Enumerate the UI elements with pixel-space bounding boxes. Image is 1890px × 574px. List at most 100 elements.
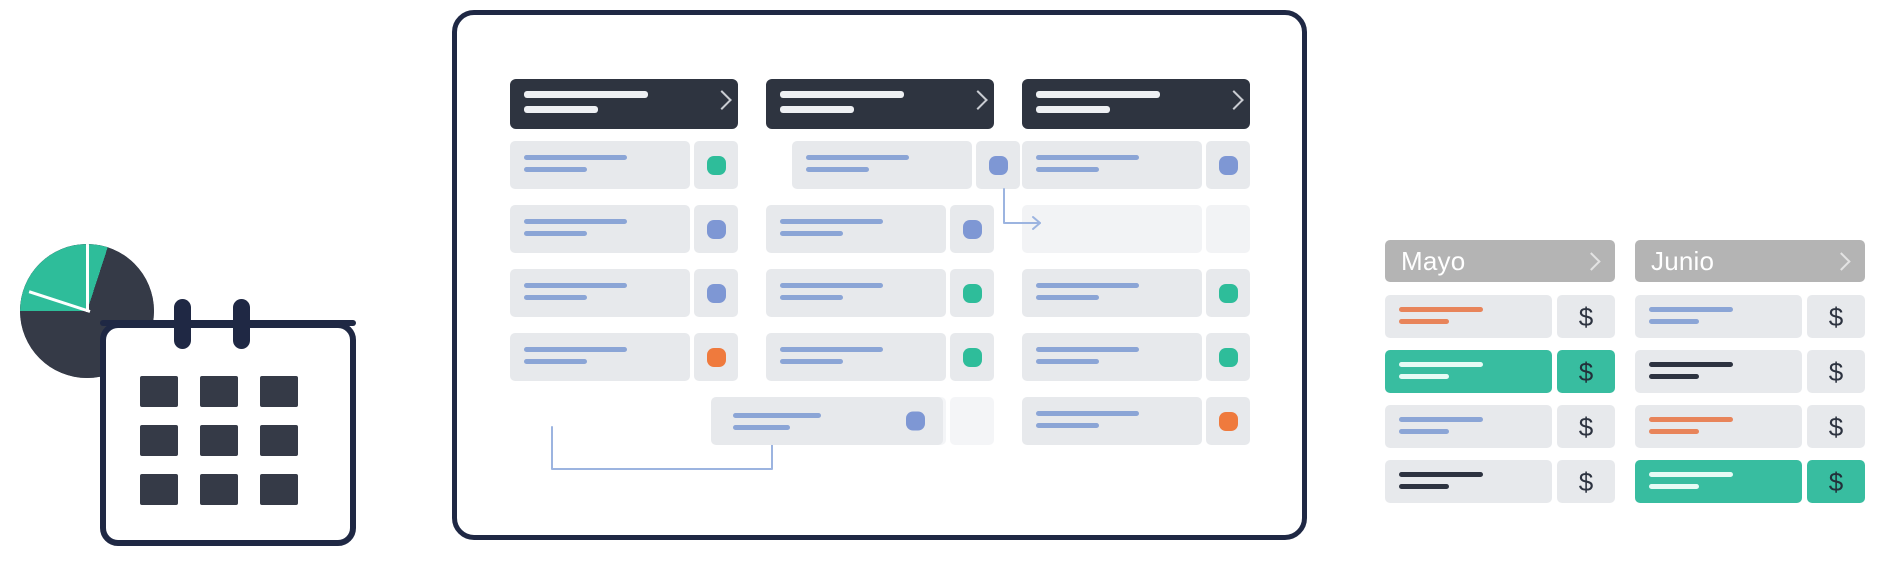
budget-amount-cell[interactable]: $	[1557, 350, 1615, 393]
card-status-cell[interactable]	[1206, 141, 1250, 189]
budget-amount-cell[interactable]: $	[1807, 295, 1865, 338]
board-card[interactable]	[1022, 397, 1250, 445]
card-status-cell[interactable]	[950, 333, 994, 381]
budget-row-content	[1635, 350, 1802, 393]
column-title-placeholder	[524, 91, 648, 98]
card-status-cell[interactable]	[1206, 397, 1250, 445]
card-line-primary	[1036, 283, 1139, 288]
card-line-primary	[524, 347, 627, 352]
budget-row-highlighted[interactable]: $	[1635, 460, 1865, 503]
board-card[interactable]	[1022, 269, 1250, 317]
month-header-mayo[interactable]: Mayo	[1385, 240, 1615, 282]
budget-line-primary	[1649, 472, 1734, 477]
board-card[interactable]	[766, 269, 994, 317]
board-card[interactable]	[1022, 141, 1250, 189]
budget-row[interactable]: $	[1635, 295, 1865, 338]
status-dot-green	[706, 155, 726, 175]
card-content	[1022, 269, 1202, 317]
month-rows-junio: $ $ $	[1635, 295, 1865, 503]
card-line-primary	[733, 412, 822, 418]
board-card-shifted[interactable]	[792, 141, 1020, 189]
column-title-placeholder	[1036, 91, 1160, 98]
card-content	[510, 141, 690, 189]
card-status-cell[interactable]	[1206, 269, 1250, 317]
board-card[interactable]	[510, 269, 738, 317]
budget-row-content	[1635, 460, 1802, 503]
budget-row[interactable]: $	[1385, 405, 1615, 448]
column-subtitle-placeholder	[524, 106, 598, 113]
budget-amount-cell[interactable]: $	[1557, 405, 1615, 448]
board-card[interactable]	[510, 333, 738, 381]
card-line-primary	[524, 155, 627, 160]
month-rows-mayo: $ $ $	[1385, 295, 1615, 503]
budget-row[interactable]: $	[1635, 405, 1865, 448]
month-header-junio[interactable]: Junio	[1635, 240, 1865, 282]
month-column-junio: Junio $ $	[1635, 240, 1865, 515]
card-status-cell[interactable]	[1206, 333, 1250, 381]
dragged-card[interactable]	[711, 397, 943, 445]
drop-target-slot[interactable]	[1022, 205, 1250, 253]
column-subtitle-placeholder	[1036, 106, 1110, 113]
chevron-right-icon[interactable]	[712, 90, 732, 110]
chevron-right-icon[interactable]	[1224, 90, 1244, 110]
chevron-right-icon[interactable]	[1582, 252, 1601, 271]
budget-amount-cell[interactable]: $	[1557, 460, 1615, 503]
status-dot-orange	[706, 347, 726, 367]
column-header-2[interactable]	[766, 79, 994, 129]
card-content	[792, 141, 972, 189]
board-card[interactable]	[766, 205, 994, 253]
card-status-cell[interactable]	[950, 205, 994, 253]
card-status-cell[interactable]	[950, 269, 994, 317]
calendar-day-cell	[260, 376, 298, 407]
card-status-cell[interactable]	[694, 205, 738, 253]
card-line-secondary	[780, 231, 844, 236]
card-status-cell[interactable]	[976, 141, 1020, 189]
budget-row[interactable]: $	[1635, 350, 1865, 393]
budget-amount-cell[interactable]: $	[1807, 350, 1865, 393]
board-card[interactable]	[766, 333, 994, 381]
card-content	[510, 205, 690, 253]
card-line-primary	[780, 283, 883, 288]
status-dot-blue	[706, 283, 726, 303]
budget-row-content	[1635, 295, 1802, 338]
budget-line-primary	[1399, 362, 1484, 367]
calendar-ring-right	[233, 299, 250, 349]
card-line-secondary	[524, 295, 588, 300]
status-dot-green	[962, 283, 982, 303]
chevron-right-icon[interactable]	[968, 90, 988, 110]
month-budget-panel: Mayo $ $	[1385, 240, 1865, 540]
card-content	[510, 333, 690, 381]
column-header-1[interactable]	[510, 79, 738, 129]
card-line-secondary	[806, 167, 870, 172]
budget-line-secondary	[1399, 429, 1450, 434]
status-dot-green	[1218, 283, 1238, 303]
budget-row[interactable]: $	[1385, 295, 1615, 338]
board-card[interactable]	[510, 205, 738, 253]
calendar-day-cell	[260, 474, 298, 505]
budget-line-secondary	[1399, 319, 1450, 324]
budget-line-primary	[1399, 417, 1484, 422]
budget-amount-cell[interactable]: $	[1807, 405, 1865, 448]
budget-amount-cell[interactable]: $	[1807, 460, 1865, 503]
board-card[interactable]	[1022, 333, 1250, 381]
column-header-3[interactable]	[1022, 79, 1250, 129]
card-line-primary	[524, 283, 627, 288]
status-dot-blue	[906, 411, 925, 431]
card-status-cell[interactable]	[694, 269, 738, 317]
budget-amount-cell[interactable]: $	[1557, 295, 1615, 338]
chevron-right-icon[interactable]	[1832, 252, 1851, 271]
card-status-cell[interactable]	[694, 333, 738, 381]
board-card[interactable]	[510, 141, 738, 189]
card-line-secondary	[1036, 295, 1100, 300]
status-dot-blue	[1218, 155, 1238, 175]
budget-row[interactable]: $	[1385, 460, 1615, 503]
budget-row-highlighted[interactable]: $	[1385, 350, 1615, 393]
card-status-cell[interactable]	[694, 141, 738, 189]
column-2-rows	[711, 141, 1020, 445]
card-line-secondary	[524, 167, 588, 172]
column-subtitle-placeholder	[780, 106, 854, 113]
budget-line-primary	[1649, 417, 1734, 422]
board-column-3	[1022, 79, 1250, 461]
planning-calendar-illustration	[14, 236, 374, 556]
